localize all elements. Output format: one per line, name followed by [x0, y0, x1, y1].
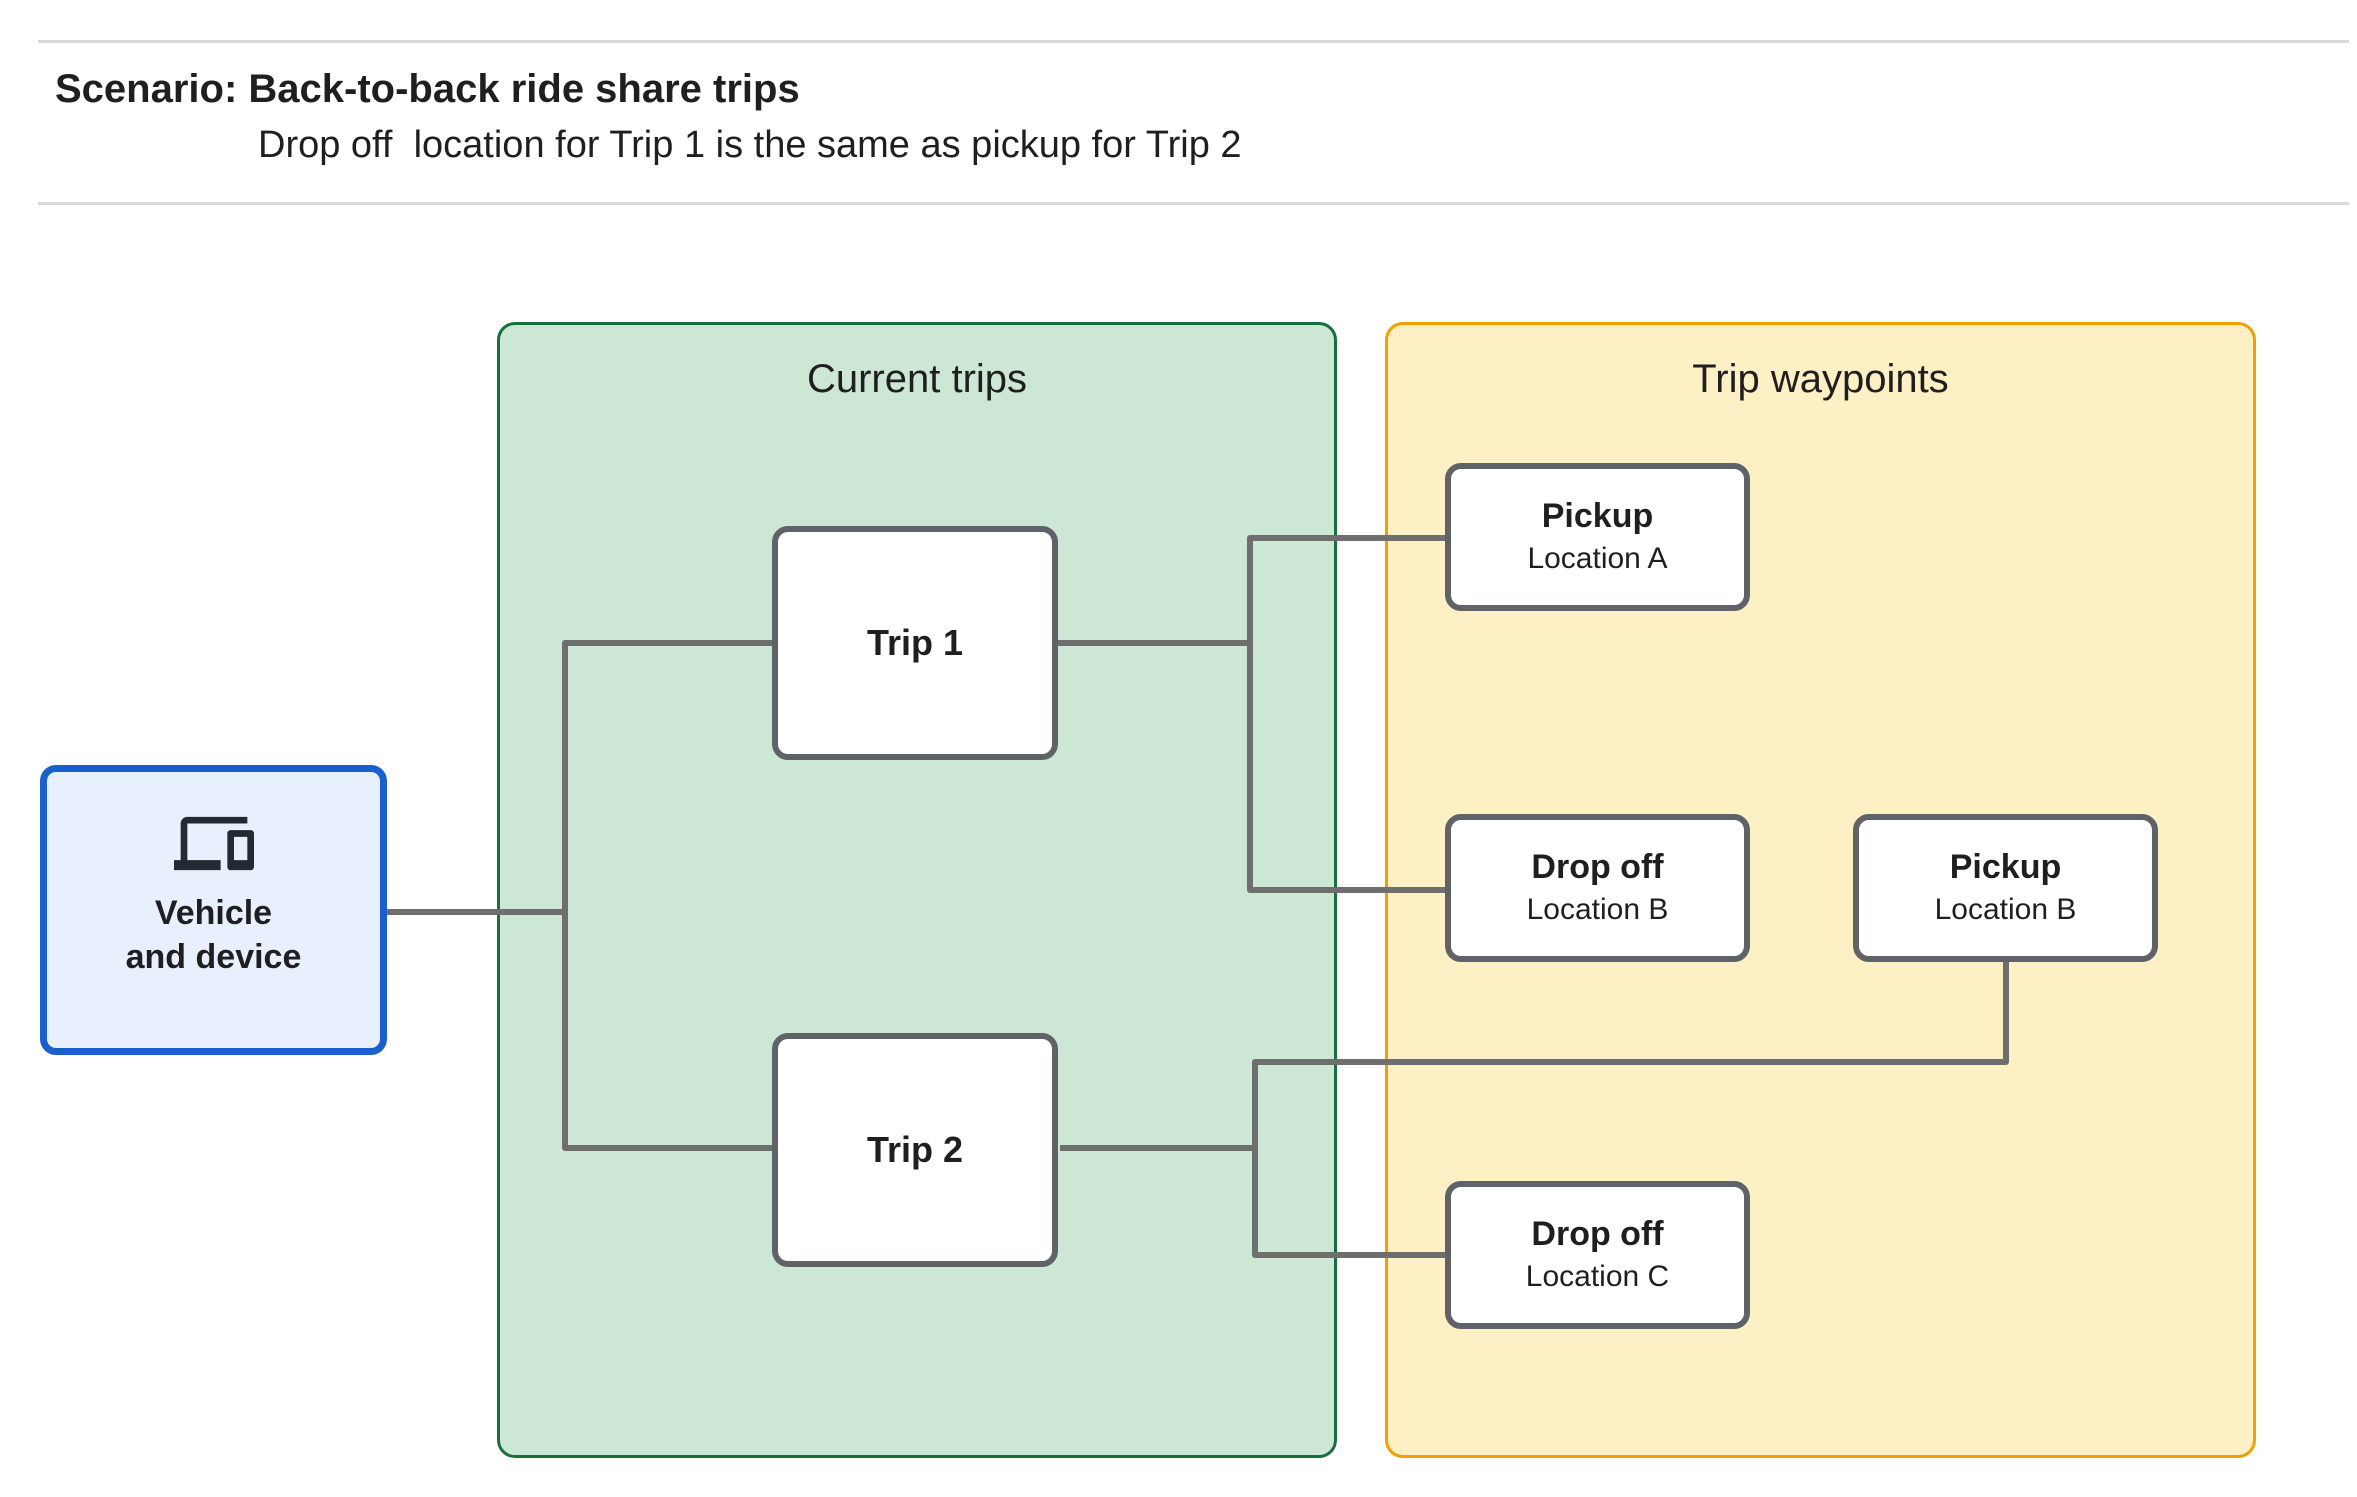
vehicle-label-line2: and device	[125, 938, 302, 977]
waypoint-title: Pickup	[1949, 848, 2062, 887]
devices-icon	[173, 816, 254, 871]
page-title: Scenario: Back-to-back ride share trips	[55, 67, 800, 111]
waypoint-subtitle: Location A	[1527, 541, 1668, 575]
header-divider	[38, 202, 2349, 205]
waypoint-subtitle: Location B	[1526, 892, 1669, 926]
waypoint-title: Drop off	[1531, 1215, 1664, 1254]
waypoint-pickup-location-a: Pickup Location A	[1445, 463, 1750, 611]
waypoint-subtitle: Location C	[1525, 1259, 1670, 1293]
vehicle-and-device-node: Vehicle and device	[40, 765, 387, 1055]
waypoint-pickup-location-b: Pickup Location B	[1853, 814, 2158, 962]
trip-2-node: Trip 2	[772, 1033, 1058, 1267]
trip-2-label: Trip 2	[866, 1129, 964, 1170]
waypoint-title: Pickup	[1541, 497, 1654, 536]
page-subtitle: Drop off location for Trip 1 is the same…	[258, 124, 1242, 166]
top-divider	[38, 40, 2349, 43]
vehicle-label: Vehicle and device	[126, 891, 302, 979]
waypoint-subtitle: Location B	[1934, 892, 2077, 926]
trip-1-node: Trip 1	[772, 526, 1058, 760]
current-trips-title: Current trips	[806, 357, 1028, 401]
vehicle-label-line1: Vehicle	[154, 894, 273, 932]
trip-1-label: Trip 1	[866, 622, 964, 663]
waypoint-dropoff-location-b: Drop off Location B	[1445, 814, 1750, 962]
current-trips-container: Current trips	[497, 322, 1337, 1458]
waypoint-dropoff-location-c: Drop off Location C	[1445, 1181, 1750, 1329]
trip-waypoints-title: Trip waypoints	[1692, 357, 1949, 401]
waypoint-title: Drop off	[1531, 848, 1664, 887]
